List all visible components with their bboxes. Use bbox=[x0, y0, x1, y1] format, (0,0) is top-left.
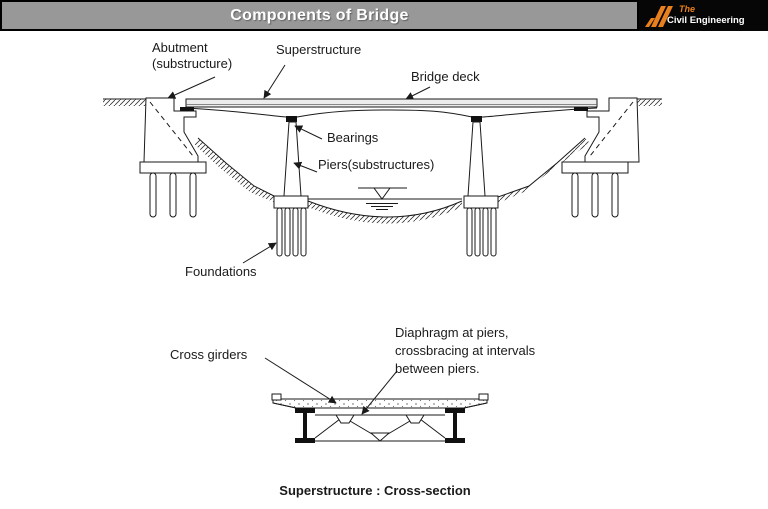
water-level-symbol bbox=[308, 187, 462, 210]
arrow-bridge-deck bbox=[405, 86, 431, 100]
logo-brand-name: Civil Engineering bbox=[667, 15, 745, 27]
arrow-cross-girders bbox=[264, 357, 337, 404]
label-diaphragm-line2: crossbracing at intervals bbox=[395, 343, 536, 358]
label-abutment-line2: (substructure) bbox=[152, 56, 233, 71]
piles-abutment-left bbox=[139, 161, 207, 218]
page-title: Components of Bridge bbox=[230, 6, 409, 24]
label-cross-girders: Cross girders bbox=[170, 347, 248, 362]
pier-left bbox=[273, 121, 309, 209]
approach-ground-left bbox=[103, 98, 146, 106]
cross-section-leader-arrows bbox=[264, 357, 398, 415]
cs-curb-left bbox=[271, 393, 282, 401]
arrow-bearings bbox=[294, 125, 323, 140]
cs-cross-bracing bbox=[314, 414, 446, 442]
label-abutment-line1: Abutment bbox=[152, 40, 208, 55]
arrow-diaphragm bbox=[361, 370, 398, 415]
girder-soffit bbox=[185, 107, 598, 118]
logo-text: The Civil Engineering bbox=[667, 5, 745, 26]
bridge-deck bbox=[185, 98, 598, 108]
label-piers: Piers(substructures) bbox=[318, 157, 435, 172]
arrow-foundations bbox=[242, 242, 277, 264]
piles-pier-left bbox=[276, 207, 307, 257]
label-diaphragm: Diaphragm at piers, crossbracing at inte… bbox=[395, 324, 535, 378]
arrow-superstructure bbox=[263, 64, 286, 99]
label-diaphragm-line3: between piers. bbox=[395, 361, 480, 376]
cs-deck-slab bbox=[271, 393, 489, 409]
river-bed bbox=[307, 200, 463, 224]
elevation-diagram bbox=[103, 64, 662, 264]
cs-curb-right bbox=[478, 393, 489, 401]
river-bank-right bbox=[497, 137, 590, 203]
cross-section-caption: Superstructure : Cross-section bbox=[279, 483, 471, 498]
cross-section-diagram bbox=[264, 357, 489, 443]
header-title-area: Components of Bridge bbox=[2, 2, 637, 29]
label-foundations: Foundations bbox=[185, 264, 257, 279]
label-diaphragm-line1: Diaphragm at piers, bbox=[395, 325, 509, 340]
abutment-left bbox=[143, 97, 199, 163]
piles-pier-right bbox=[466, 207, 497, 257]
arrow-piers bbox=[293, 161, 318, 173]
brand-logo: The Civil Engineering bbox=[639, 0, 768, 31]
river-bank-left bbox=[193, 137, 277, 203]
cs-girder-left bbox=[295, 408, 315, 443]
header-bar: Components of Bridge The Civil Engineeri… bbox=[0, 0, 768, 31]
logo-slashes-icon bbox=[645, 6, 673, 27]
pier-right bbox=[463, 121, 499, 209]
piles-abutment-right bbox=[561, 161, 629, 218]
bearing-pads bbox=[180, 107, 588, 122]
label-bearings: Bearings bbox=[327, 130, 379, 145]
logo-brand-the: The bbox=[679, 4, 696, 15]
label-superstructure: Superstructure bbox=[276, 42, 362, 57]
elevation-leader-arrows bbox=[167, 64, 431, 264]
label-bridge-deck: Bridge deck bbox=[411, 69, 480, 84]
arrow-abutment bbox=[167, 76, 216, 99]
label-abutment: Abutment (substructure) bbox=[152, 40, 232, 72]
cs-girder-right bbox=[445, 408, 465, 443]
abutment-right bbox=[584, 97, 640, 163]
